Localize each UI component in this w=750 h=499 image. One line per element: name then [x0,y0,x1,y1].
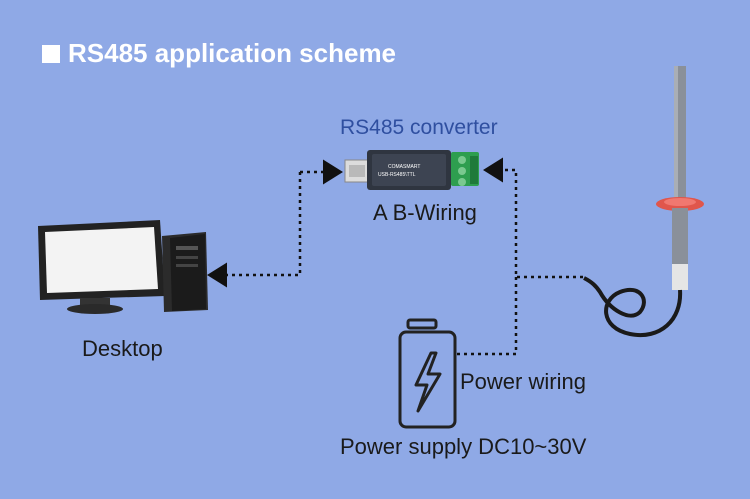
title-bullet-icon [42,44,60,63]
title-text: RS485 application scheme [68,38,397,68]
desktop-label: Desktop [82,336,163,361]
power-supply-label: Power supply DC10~30V [340,434,587,459]
converter-brand-text: COMASMART [388,164,420,170]
connector-power-wiring [455,277,518,356]
connector-desktop-converter [207,159,343,288]
connector-sensor-converter [483,157,583,279]
power-wiring-label: Power wiring [460,369,586,394]
converter-model-text: USB-RS485\TTL [378,172,416,178]
sensor-probe-icon [583,66,704,338]
wiring-label: A B-Wiring [373,200,477,225]
converter-label: RS485 converter [340,116,498,139]
page-title: RS485 application scheme [42,38,396,69]
battery-power-icon [398,318,457,429]
usb-rs485-converter-icon: COMASMART USB-RS485\TTL [344,150,479,190]
desktop-computer-icon [38,220,208,314]
